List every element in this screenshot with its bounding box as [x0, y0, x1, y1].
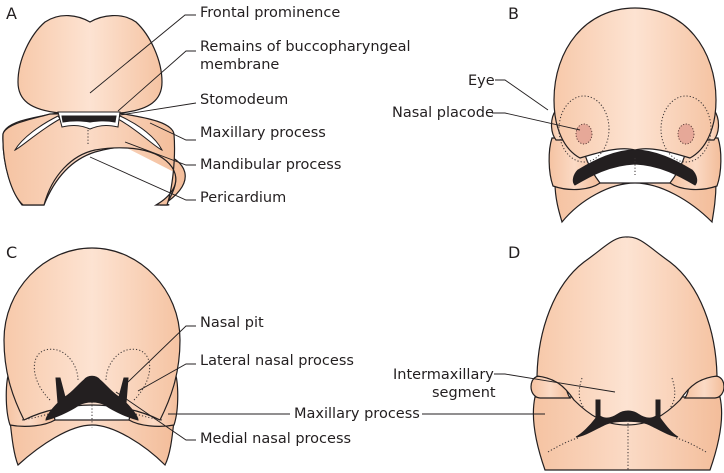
stomodeum-d — [575, 399, 679, 438]
label-pericardium: Pericardium — [200, 190, 286, 206]
leader-eye — [495, 79, 549, 111]
nasal-placode-right — [677, 123, 695, 145]
label-maxillary-shared: Maxillary process — [294, 406, 420, 422]
label-mandibular: Mandibular process — [200, 157, 341, 173]
intermax-outline-right — [669, 377, 676, 409]
panel-d-letter: D — [508, 243, 520, 262]
eye-region-left — [558, 95, 610, 163]
leader-stomodeum — [119, 102, 197, 116]
maxillary-dotted-left-d — [547, 437, 579, 453]
label-maxillary-a: Maxillary process — [200, 125, 326, 141]
leader-nasal-placode — [492, 112, 581, 131]
leader-lateral-nasal — [137, 363, 196, 392]
label-medial-nasal: Medial nasal process — [200, 431, 351, 447]
eye-region-right — [660, 95, 712, 163]
panel-c-letter: C — [6, 243, 17, 262]
leader-nasal-pit — [127, 325, 196, 383]
leader-maxillary-a — [149, 122, 196, 141]
panel-a-letter: A — [6, 4, 17, 23]
lower-arch — [2, 112, 177, 206]
leader-buccopharyngeal — [117, 50, 196, 112]
leader-intermaxillary — [494, 373, 616, 393]
buccopharyngeal-membrane — [61, 115, 117, 123]
panel-b-letter: B — [508, 4, 519, 23]
leader-pericardium — [89, 156, 196, 201]
leader-medial-nasal — [115, 391, 196, 441]
stomodeum-c — [45, 375, 139, 421]
mandibular-c — [9, 419, 175, 467]
frontal-prominence — [17, 15, 163, 114]
intermax-outline-left — [578, 377, 585, 409]
label-buccopharyngeal: Remains of buccopharyngeal — [200, 39, 411, 55]
panel-b: B Eye Nasal placode — [392, 4, 722, 224]
maxillary-dotted-right-d — [675, 437, 707, 453]
panel-a: A Frontal prominence Remains of buccopha… — [2, 4, 411, 206]
maxillo-mandibular-slit — [13, 115, 61, 152]
label-nasal-pit: Nasal pit — [200, 315, 264, 331]
label-intermaxillary: Intermaxillary — [393, 367, 494, 383]
head-c — [3, 247, 181, 421]
panel-d: D Intermaxillary segment — [393, 236, 724, 471]
leader-mandibular — [124, 141, 196, 166]
label-nasal-placode: Nasal placode — [392, 105, 494, 121]
mandibular-b — [554, 182, 717, 224]
nasal-placode-left — [575, 123, 593, 145]
label-segment: segment — [432, 385, 496, 401]
stomodeum-b — [572, 149, 698, 186]
maxillo-mandibular-slit-right — [117, 115, 163, 151]
label-frontal-prominence: Frontal prominence — [200, 5, 340, 21]
leader-frontal-prominence — [89, 14, 196, 94]
panel-c: C Nasal pit Lateral nasal process Medial… — [3, 243, 354, 467]
label-stomodeum: Stomodeum — [200, 92, 288, 108]
label-lateral-nasal: Lateral nasal process — [200, 353, 354, 369]
label-eye: Eye — [468, 73, 495, 89]
label-membrane: membrane — [200, 57, 279, 73]
head-d — [536, 236, 718, 426]
